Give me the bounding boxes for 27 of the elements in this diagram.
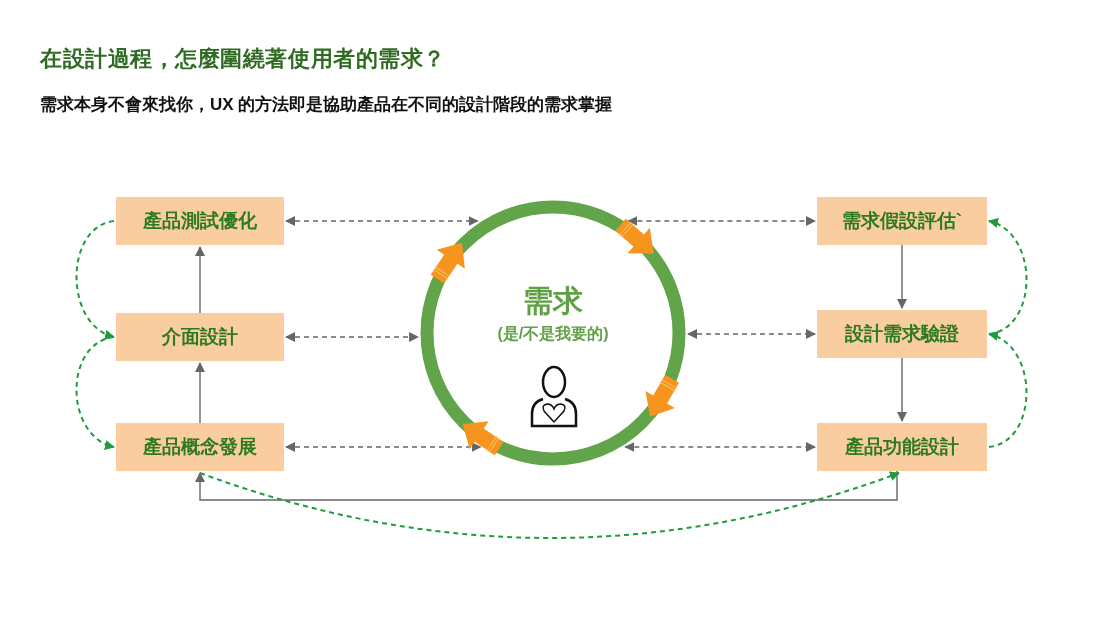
dashed-arrow [624,442,816,452]
stage-box: 設計需求驗證 [817,310,987,358]
arrow [195,470,898,501]
dashed-arrow [285,442,482,452]
stage-box: 產品概念發展 [116,423,284,471]
center-title: 需求 [523,283,583,319]
dashed-arrow [285,216,479,226]
cycle-ring [420,200,686,466]
dashed-arrow [75,220,115,339]
arrow [195,246,205,314]
stage-box: 產品測試優化 [116,197,284,245]
dashed-arrow [285,332,420,342]
dashed-arrow [75,336,115,449]
dashed-arrow [687,329,816,339]
arrow [897,357,907,422]
center-subtitle: (是/不是我要的) [497,323,609,344]
title: 在設計過程，怎麼圍繞著使用者的需求？ [40,45,446,73]
dashed-arrow [627,216,816,226]
stage-box: 產品功能設計 [817,423,987,471]
subtitle: 需求本身不會來找你，UX 的方法即是協助產品在不同的設計階段的需求掌握 [40,94,613,116]
arrow [195,362,205,424]
dashed-arrow [988,332,1028,448]
arrow [897,244,907,309]
dashed-arrow [988,219,1028,335]
stage-box: 需求假設評估` [817,197,987,245]
dashed-arrow [199,471,900,539]
stage-box: 介面設計 [116,313,284,361]
